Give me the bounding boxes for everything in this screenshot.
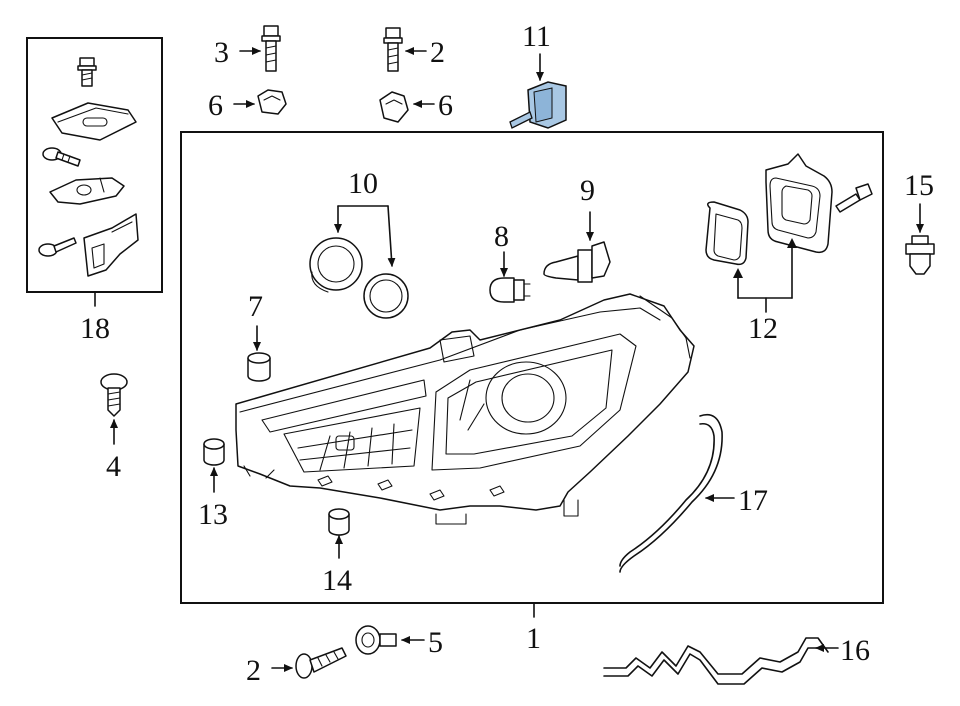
part-11-highlighted-module — [509, 81, 567, 129]
part-14-cap — [328, 508, 350, 536]
part-16-wire-harness — [603, 637, 829, 685]
part-3-bolt — [261, 25, 281, 72]
part-4-screw — [100, 373, 128, 417]
callout-16: 16 — [840, 634, 870, 667]
kit-clip — [49, 177, 125, 205]
part-17-seal — [619, 413, 723, 573]
callout-8: 8 — [494, 220, 509, 253]
part-10-caps — [309, 237, 409, 319]
kit-screw — [42, 147, 81, 167]
callout-6-left: 6 — [208, 89, 223, 122]
callout-5: 5 — [428, 626, 443, 659]
part-9-bulb — [543, 241, 611, 283]
part-5-nut — [355, 625, 397, 655]
part-2-bolt-bottom — [295, 647, 347, 679]
part-13-cap — [203, 438, 225, 466]
kit-screw-2 — [38, 237, 77, 257]
callout-9: 9 — [580, 174, 595, 207]
callout-3: 3 — [214, 36, 229, 69]
callout-7: 7 — [248, 290, 263, 323]
part-6-nut-right — [379, 91, 409, 123]
kit-bracket — [83, 213, 139, 277]
kit-bolt — [77, 57, 97, 87]
callout-14: 14 — [322, 564, 352, 597]
callout-10: 10 — [348, 167, 378, 200]
part-8-bulb — [489, 277, 531, 303]
callout-6-right: 6 — [438, 89, 453, 122]
callout-18: 18 — [80, 312, 110, 345]
callout-1: 1 — [526, 622, 541, 655]
headlamp-assembly-frame — [180, 131, 884, 604]
part-2-bolt-top — [383, 27, 403, 72]
callout-15: 15 — [904, 169, 934, 202]
part-12-covers — [705, 153, 833, 266]
part-6-nut-left — [257, 89, 287, 115]
callout-12: 12 — [748, 312, 778, 345]
callout-11: 11 — [522, 20, 551, 53]
callout-4: 4 — [106, 450, 121, 483]
callout-17: 17 — [738, 484, 768, 517]
callout-13: 13 — [198, 498, 228, 531]
callout-2-top: 2 — [430, 36, 445, 69]
headlamp-housing — [235, 293, 695, 525]
callout-2-bottom: 2 — [246, 654, 261, 687]
part-12-screw — [835, 183, 873, 213]
part-15-connector — [905, 235, 935, 275]
part-7-cap — [247, 352, 271, 382]
kit-bracket-plate — [51, 102, 137, 141]
